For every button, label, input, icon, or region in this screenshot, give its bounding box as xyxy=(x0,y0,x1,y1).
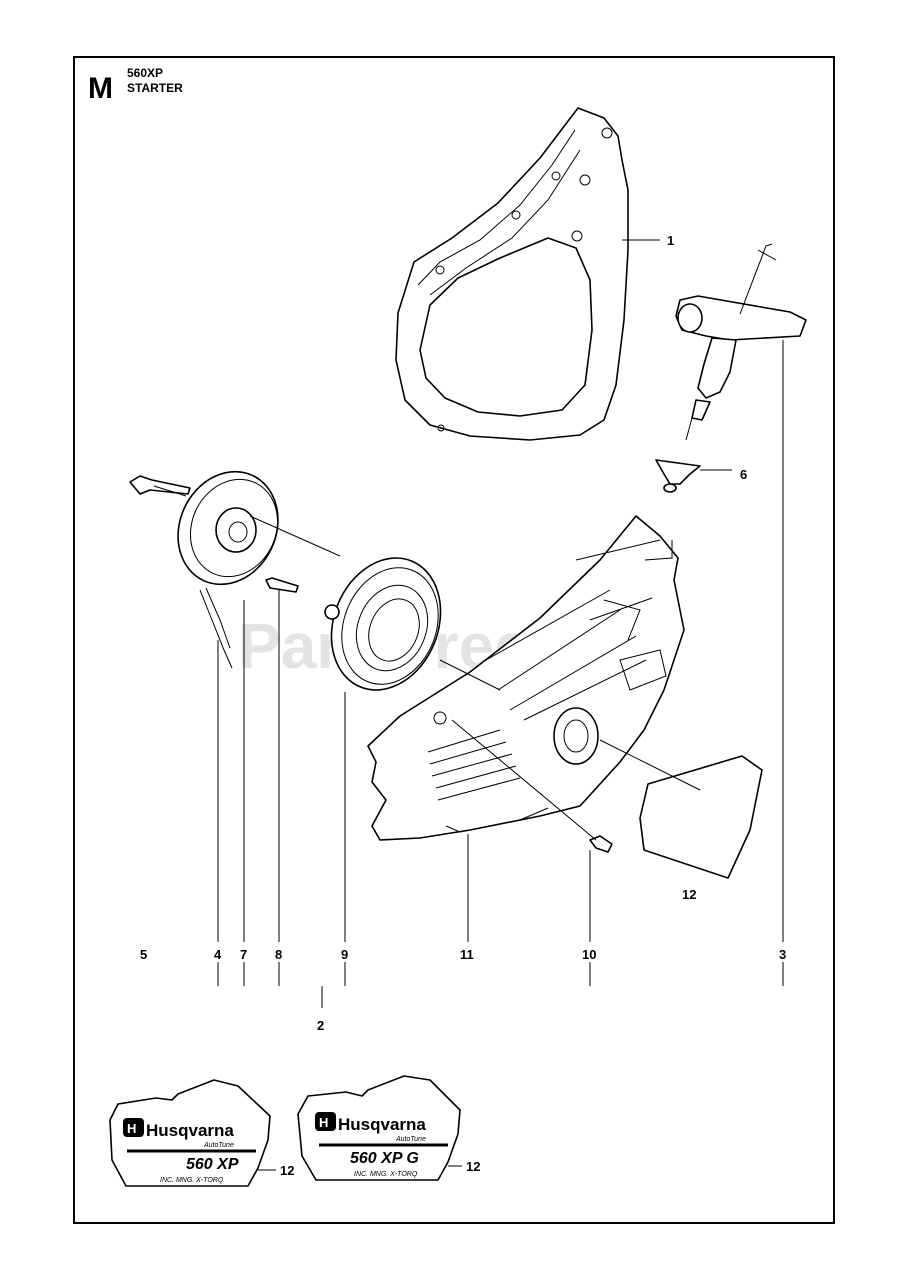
decal-b: H Husqvarna AutoTune 560 XP G INC. MNG. … xyxy=(297,1075,480,1181)
callout-12-decal-a: 12 xyxy=(280,1163,294,1178)
callout-12-main: 12 xyxy=(682,887,696,902)
decal-a-model: 560 XP xyxy=(186,1156,239,1173)
callout-4: 4 xyxy=(214,947,222,962)
model-label: 560XP xyxy=(127,66,163,80)
decal-b-model: 560 XP G xyxy=(350,1150,419,1167)
part-6-rope-bushing xyxy=(655,459,701,493)
callout-6: 6 xyxy=(740,467,747,482)
callout-5: 5 xyxy=(140,947,147,962)
part-5-4-pulley xyxy=(129,470,279,669)
husqvarna-logo-icon: H xyxy=(123,1118,144,1137)
callout-10: 10 xyxy=(582,947,596,962)
part-12-decal xyxy=(639,755,763,879)
leader-lines xyxy=(153,239,784,1008)
callout-11: 11 xyxy=(460,947,474,962)
part-3-starter-handle xyxy=(675,243,807,441)
decal-a-footer: INC. MNG. X-TORQ xyxy=(160,1177,224,1184)
decal-b-brand: Husqvarna xyxy=(338,1115,426,1134)
part-1-guard-plate xyxy=(395,107,629,441)
part-11-starter-housing xyxy=(367,515,685,841)
decal-a-autotune: AutoTune xyxy=(203,1142,234,1149)
decal-a: H Husqvarna AutoTune 560 XP INC. MNG. X-… xyxy=(109,1079,294,1187)
part-9-spring-cassette xyxy=(324,557,442,691)
callout-2: 2 xyxy=(317,1018,324,1033)
decal-b-autotune: AutoTune xyxy=(395,1136,426,1143)
part-8-screw xyxy=(265,577,299,593)
section-name: STARTER xyxy=(127,81,183,95)
callout-9: 9 xyxy=(341,947,348,962)
husqvarna-logo-icon: H xyxy=(315,1112,336,1131)
callout-3: 3 xyxy=(779,947,786,962)
decal-b-footer: INC. MNG. X-TORQ xyxy=(354,1171,418,1178)
callout-8: 8 xyxy=(275,947,282,962)
callout-7: 7 xyxy=(240,947,247,962)
callout-12-decal-b: 12 xyxy=(466,1159,480,1174)
svg-text:H: H xyxy=(319,1115,328,1130)
callout-1: 1 xyxy=(667,233,674,248)
decal-a-brand: Husqvarna xyxy=(146,1121,234,1140)
section-letter: M xyxy=(88,72,113,105)
svg-text:H: H xyxy=(127,1121,136,1136)
